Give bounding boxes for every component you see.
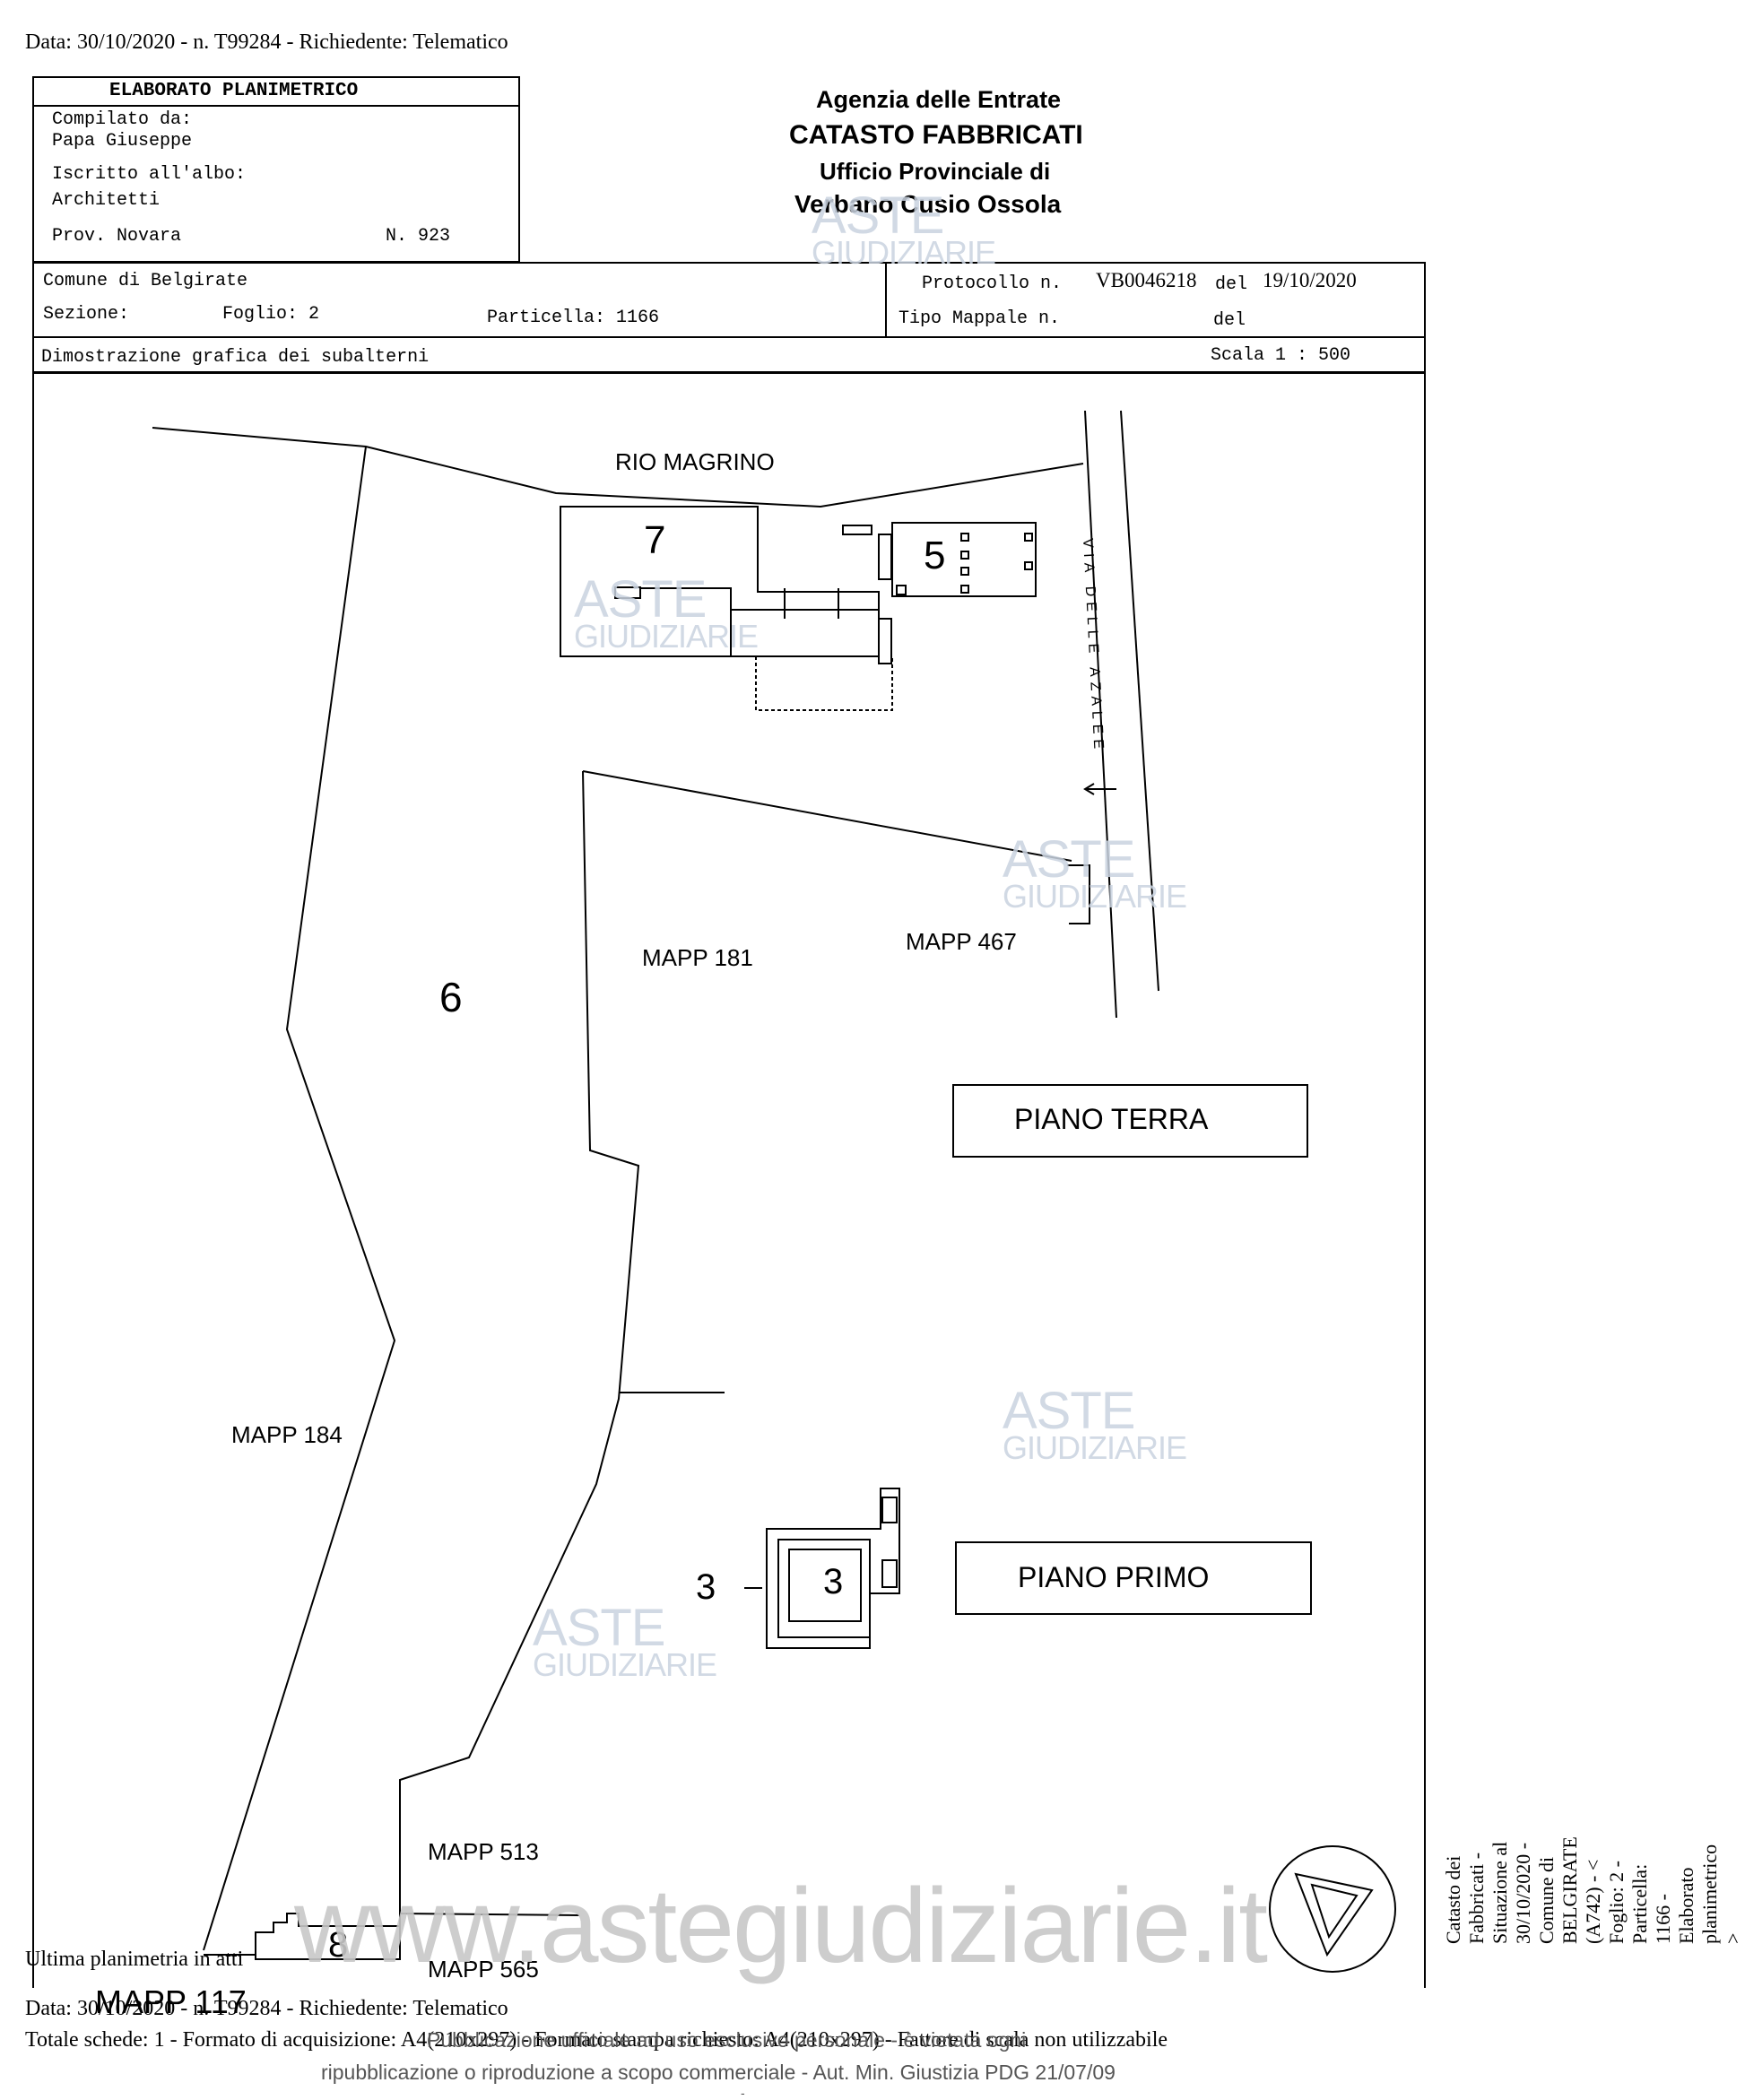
north-arrow-mark bbox=[1294, 1872, 1374, 1957]
watermark-7: ASTE GIUDIZIARIE bbox=[574, 570, 759, 655]
watermark-3: ASTE GIUDIZIARIE bbox=[533, 1599, 717, 1683]
agency-line1: Agenzia delle Entrate bbox=[816, 86, 1062, 113]
particella-label: Particella: 1166 bbox=[487, 308, 660, 328]
label-mapp-117: MAPP 117 bbox=[95, 1983, 247, 2020]
footer-ripubblicazione: ripubblicazione o riproduzione a scopo c… bbox=[321, 2061, 1116, 2084]
tipo-mappale-label: Tipo Mappale n. bbox=[899, 308, 1061, 329]
info-box-row-divider bbox=[32, 336, 1426, 338]
del1-value: 19/10/2020 bbox=[1263, 269, 1357, 291]
piano-primo-box bbox=[955, 1541, 1312, 1615]
agency-line2: CATASTO FABBRICATI bbox=[789, 120, 1083, 150]
protocollo-value: VB0046218 bbox=[1096, 269, 1197, 291]
elaborato-title: ELABORATO PLANIMETRICO bbox=[109, 81, 359, 101]
watermark-site: www.astegiudiziarie.it bbox=[294, 1867, 1268, 1985]
footer-pubblicazione: Pubblicazione ufficiale ad uso esclusivo… bbox=[427, 2028, 1027, 2052]
lot-6-west-boundary bbox=[203, 446, 396, 1951]
comune-label: Comune di Belgirate bbox=[43, 271, 248, 291]
agency-line3: Ufficio Provinciale di bbox=[820, 158, 1051, 185]
building-3 bbox=[766, 1488, 900, 1649]
label-mapp-513: MAPP 513 bbox=[428, 1838, 539, 1865]
site-plan-drawing bbox=[152, 410, 1396, 1973]
road-east-edge bbox=[1120, 410, 1159, 992]
label-rio-magrino: RIO MAGRINO bbox=[615, 448, 775, 475]
label-sub-8: 8 bbox=[328, 1925, 349, 1965]
north-arrow-circle bbox=[1269, 1845, 1396, 1973]
footer-data-line: Data: 30/10/2020 - n. T99284 - Richieden… bbox=[25, 1997, 508, 2020]
label-piano-primo: PIANO PRIMO bbox=[1018, 1561, 1210, 1593]
prov-label: Prov. Novara bbox=[52, 226, 182, 247]
building-7-inner bbox=[641, 587, 732, 656]
label-mapp-467: MAPP 467 bbox=[906, 928, 1017, 955]
label-sub-3-outside: 3 bbox=[696, 1567, 716, 1607]
side-vertical-text: Catasto dei Fabbricati - Situazione al 3… bbox=[1442, 1836, 1744, 1944]
piano-terra-box bbox=[952, 1084, 1308, 1158]
building-3-inner bbox=[777, 1539, 871, 1638]
mapp-181-boundary bbox=[582, 770, 1072, 862]
foglio-label: Foglio: 2 bbox=[222, 304, 320, 325]
label-piano-terra: PIANO TERRA bbox=[1014, 1103, 1209, 1135]
label-sub-3-inside: 3 bbox=[823, 1562, 844, 1601]
label-sub-5: 5 bbox=[924, 534, 946, 577]
agency-line4: Verbano Cusio Ossola bbox=[794, 190, 1062, 218]
watermark-middle: ASTE GIUDIZIARIE bbox=[1003, 1382, 1187, 1466]
watermark-top: ASTE GIUDIZIARIE bbox=[812, 187, 996, 271]
footer-dash: - bbox=[741, 2086, 745, 2100]
footer-ultima: Ultima planimetria in atti bbox=[25, 1948, 244, 1971]
del1-label: del bbox=[1215, 274, 1248, 295]
header-date-line: Data: 30/10/2020 - n. T99284 - Richieden… bbox=[25, 30, 508, 54]
north-boundary-line bbox=[152, 427, 1084, 508]
protocollo-label: Protocollo n. bbox=[922, 273, 1063, 294]
info-box-divider bbox=[885, 262, 887, 337]
del2-label: del bbox=[1213, 310, 1246, 331]
building-7 bbox=[560, 506, 880, 657]
watermark-467: ASTE GIUDIZIARIE bbox=[1003, 830, 1187, 915]
stairs-7 bbox=[614, 586, 641, 599]
mapp-565-line bbox=[399, 1913, 580, 1916]
drawing-frame bbox=[32, 372, 1426, 1988]
compilato-name: Papa Giuseppe bbox=[52, 131, 193, 152]
stairs-5 bbox=[842, 525, 872, 535]
prov-number: N. 923 bbox=[386, 226, 451, 247]
lot-6-east-boundary bbox=[399, 770, 640, 1919]
footer-totale: Totale schede: 1 - Formato di acquisizio… bbox=[25, 2028, 1168, 2052]
label-mapp-181: MAPP 181 bbox=[642, 944, 753, 971]
road-west-edge bbox=[1084, 410, 1117, 1019]
dimostrazione-label: Dimostrazione grafica dei subalterni bbox=[41, 347, 430, 368]
building-8 bbox=[255, 1913, 401, 1960]
label-sub-6: 6 bbox=[439, 974, 463, 1020]
sezione-label: Sezione: bbox=[43, 304, 130, 325]
iscritto-value: Architetti bbox=[52, 190, 161, 211]
iscritto-label: Iscritto all'albo: bbox=[52, 164, 247, 185]
label-mapp-565: MAPP 565 bbox=[428, 1956, 539, 1983]
compilato-label: Compilato da: bbox=[52, 109, 193, 130]
road-arrow-head bbox=[1083, 783, 1095, 795]
scala-label: Scala 1 : 500 bbox=[1211, 345, 1351, 366]
elaborato-title-divider bbox=[32, 105, 520, 107]
mapp-467-structure bbox=[1067, 864, 1090, 924]
label-sub-7: 7 bbox=[644, 518, 666, 562]
label-mapp-184: MAPP 184 bbox=[231, 1421, 343, 1448]
